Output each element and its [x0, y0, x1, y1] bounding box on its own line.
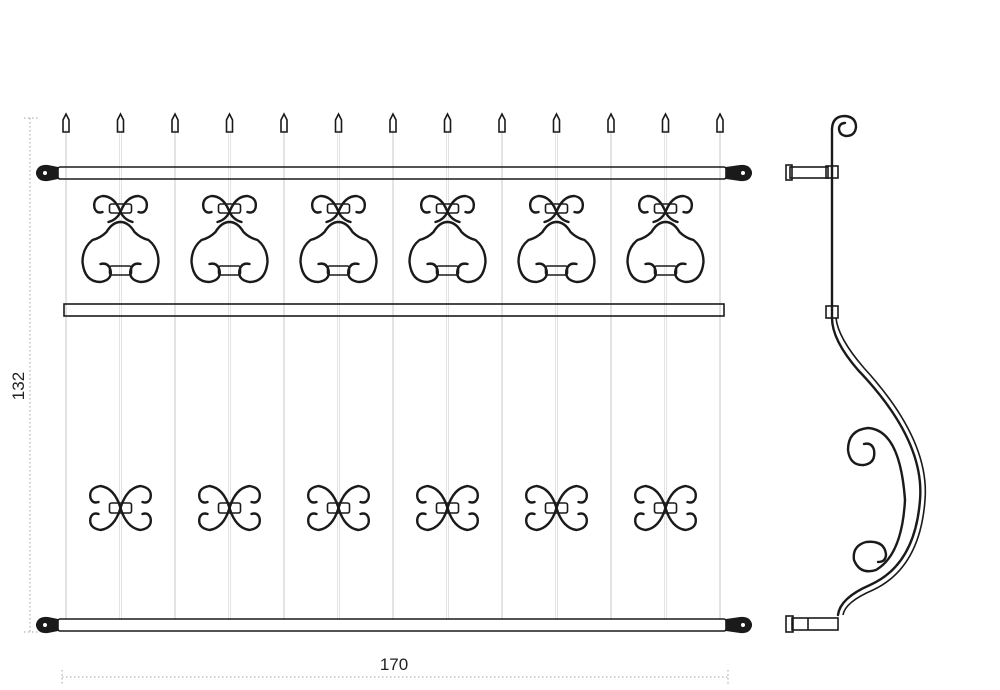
vertical-bar [498, 112, 506, 620]
width-dimension: 170 [61, 655, 729, 684]
vertical-bar [116, 112, 125, 620]
side-inner-scroll-lower [852, 498, 907, 573]
vertical-bar [552, 112, 561, 620]
top-rail [57, 166, 727, 180]
c-scroll-ornament [307, 484, 370, 532]
vertical-bar [225, 112, 234, 620]
side-collar-top [825, 165, 839, 179]
width-label: 170 [380, 655, 408, 674]
vertical-bar [443, 112, 452, 620]
heart-scroll-ornament [626, 194, 705, 284]
bottom-rail [57, 618, 727, 632]
middle-rail [63, 303, 725, 317]
height-label: 132 [9, 372, 28, 400]
c-scroll-ornament [634, 484, 697, 532]
side-profile-view [785, 114, 927, 633]
heart-scroll-ornament [517, 194, 596, 284]
vertical-bar [171, 112, 179, 620]
heart-scroll-ornament [190, 194, 269, 284]
side-collar-middle [825, 305, 839, 319]
mounting-lug-top-right [726, 164, 752, 182]
vertical-bar [280, 112, 288, 620]
side-belly-curve-inner [835, 317, 927, 616]
vertical-bar [334, 112, 343, 620]
side-top-scroll [830, 114, 858, 170]
ornaments [81, 194, 705, 532]
c-scroll-ornament [198, 484, 261, 532]
vertical-bar [607, 112, 615, 620]
mounting-lug-top-left [36, 164, 58, 182]
vertical-bar [389, 112, 397, 620]
heart-scroll-ornament [408, 194, 487, 284]
side-belly-curve [830, 316, 922, 617]
heart-scroll-ornament [299, 194, 378, 284]
mounting-lug-bottom-right [726, 616, 752, 634]
mounting-lug-bottom-left [36, 616, 58, 634]
vertical-bar [661, 112, 670, 620]
side-pin-top [785, 164, 829, 181]
side-inner-scroll-upper [846, 426, 907, 502]
vertical-bar [62, 112, 70, 620]
front-view [36, 112, 752, 634]
vertical-bar [716, 112, 724, 620]
vertical-bars [62, 112, 724, 620]
c-scroll-ornament [416, 484, 479, 532]
height-dimension: 132 [9, 117, 40, 633]
side-pin-bottom [785, 615, 839, 633]
c-scroll-ornament [89, 484, 152, 532]
heart-scroll-ornament [81, 194, 160, 284]
c-scroll-ornament [525, 484, 588, 532]
